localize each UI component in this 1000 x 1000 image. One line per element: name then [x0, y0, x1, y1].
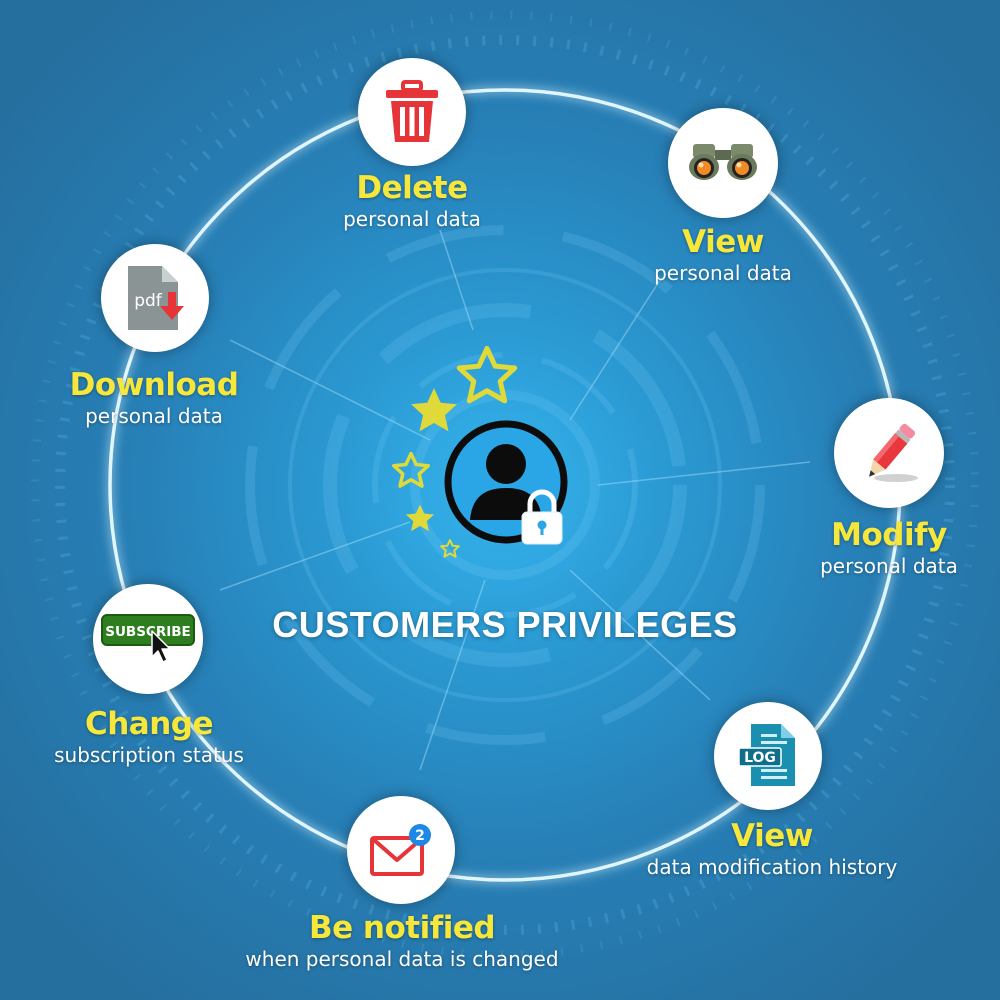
notification-envelope-icon: 2	[370, 824, 431, 876]
notification-badge: 2	[415, 828, 425, 844]
feature-subtitle: personal data	[85, 404, 223, 428]
log-file-icon: LOG	[738, 724, 795, 786]
change-subscription-caption: Change subscription status	[38, 706, 260, 768]
pdf-label: pdf	[134, 291, 163, 311]
modify-caption: Modify personal data	[800, 517, 978, 579]
feature-subtitle: data modification history	[646, 855, 898, 879]
star-filled-large-icon	[411, 388, 457, 432]
star-outline-small-icon	[440, 539, 460, 558]
user-lock-icon	[444, 420, 568, 545]
delete-icon-circle	[358, 58, 466, 166]
feature-subtitle: personal data	[654, 261, 792, 285]
feature-title: Be notified	[308, 910, 496, 946]
svg-text:LOG: LOG	[744, 750, 776, 766]
star-filled-small-icon	[405, 504, 435, 532]
view-personal-data-caption: View personal data	[628, 224, 818, 286]
trash-icon	[386, 80, 438, 142]
center-title: CUSTOMERS PRIVILEGES	[272, 604, 738, 645]
feature-title: Delete	[356, 170, 468, 206]
view-history-caption: View data modification history	[626, 818, 918, 880]
feature-subtitle: when personal data is changed	[245, 947, 559, 971]
view-icon-circle	[668, 108, 778, 218]
subscribe-label: SUBSCRIBE	[105, 624, 191, 640]
feature-title: View	[731, 818, 813, 854]
feature-subtitle: subscription status	[54, 743, 244, 767]
change-subscription-icon-circle: SUBSCRIBE	[93, 584, 203, 694]
view-history-icon-circle: LOG	[714, 702, 822, 810]
modify-icon-circle	[834, 398, 944, 508]
feature-title: Download	[69, 367, 239, 403]
pdf-download-icon: pdf	[128, 266, 184, 330]
feature-subtitle: personal data	[343, 207, 481, 231]
notified-caption: Be notified when personal data is change…	[220, 910, 584, 972]
feature-subtitle: personal data	[820, 554, 958, 578]
feature-title: Modify	[831, 517, 947, 553]
subscribe-button-icon: SUBSCRIBE	[101, 614, 195, 663]
download-caption: Download personal data	[58, 367, 250, 429]
feature-title: View	[682, 224, 764, 260]
delete-caption: Delete personal data	[312, 170, 512, 232]
notified-icon-circle: 2	[347, 796, 455, 904]
download-icon-circle: pdf	[101, 244, 209, 352]
binoculars-icon	[689, 144, 757, 180]
feature-title: Change	[84, 706, 214, 742]
star-outline-medium-icon	[392, 452, 430, 488]
pencil-icon	[869, 423, 918, 482]
star-outline-large-icon	[456, 346, 518, 404]
